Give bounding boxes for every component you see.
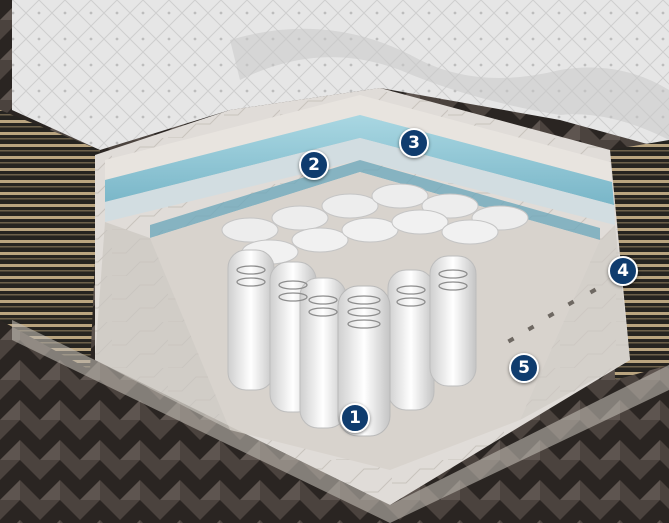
callout-marker-4[interactable]: 4 — [608, 256, 638, 286]
callout-label-1: 1 — [349, 410, 361, 427]
callout-marker-1[interactable]: 1 — [340, 403, 370, 433]
callout-label-2: 2 — [308, 157, 320, 174]
callout-marker-5[interactable]: 5 — [509, 353, 539, 383]
callout-marker-3[interactable]: 3 — [399, 128, 429, 158]
callout-marker-2[interactable]: 2 — [299, 150, 329, 180]
callout-label-5: 5 — [518, 360, 530, 377]
callout-label-3: 3 — [408, 135, 420, 152]
callout-label-4: 4 — [617, 263, 629, 280]
